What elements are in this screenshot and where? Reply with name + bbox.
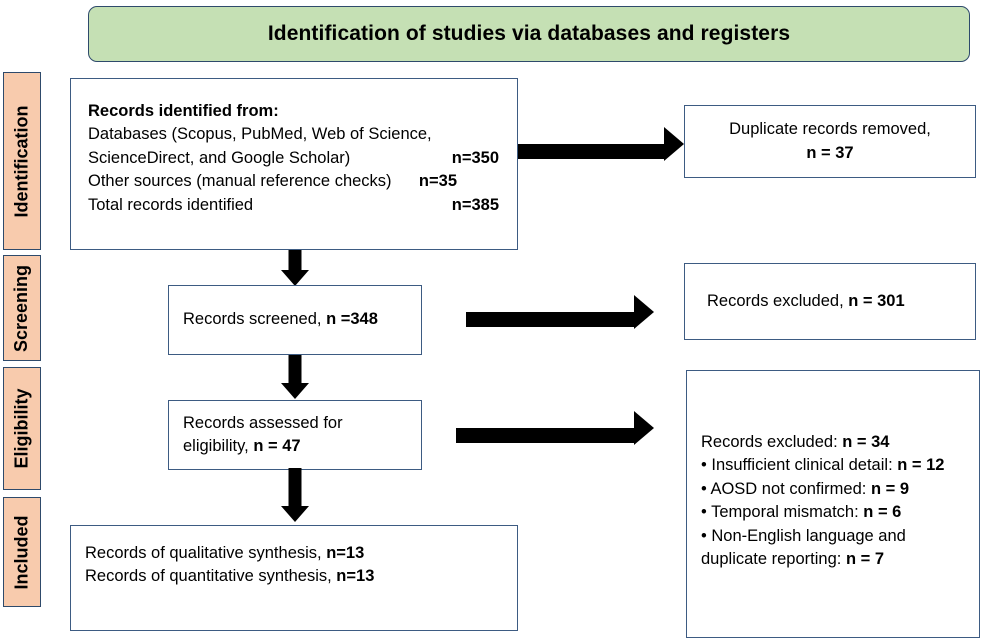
included-row-label: Records of quantitative synthesis, (85, 567, 337, 586)
included-row-count: n=13 (326, 544, 365, 562)
duplicates-count: n = 37 (806, 143, 854, 162)
records-identified-row-label: Databases (Scopus, PubMed, Web of Scienc… (88, 125, 432, 144)
diagram-title: Identification of studies via databases … (267, 22, 791, 45)
records-identified-row: ScienceDirect, and Google Scholar) n=350 (88, 147, 503, 170)
stage-label-eligibility: Eligibility (3, 367, 41, 490)
diagram-header-banner: Identification of studies via databases … (88, 6, 970, 62)
records-screened-label: Records screened, (183, 310, 327, 329)
records-identified-row-label: ScienceDirect, and Google Scholar) (88, 148, 351, 167)
records-identified-row: Other sources (manual reference checks) … (88, 170, 503, 193)
records-assessed-label: eligibility, (183, 437, 254, 455)
box-exclusion-reasons: Records excluded: n = 34 • Insufficient … (686, 370, 980, 638)
records-assessed-line-1: Records assessed for (183, 413, 343, 432)
exclusion-reason-item: • Non-English language and (701, 525, 965, 548)
records-identified-row: Total records identified n=385 (88, 194, 503, 217)
included-row-count: n=13 (336, 567, 375, 586)
stage-label-screening: Screening (3, 255, 41, 361)
exclusion-reason-item: duplicate reporting: n = 7 (701, 548, 965, 571)
records-identified-heading: Records identified from: (88, 102, 279, 120)
exclusion-reasons-heading-label: Records excluded: (701, 433, 843, 451)
records-identified-row-value: n=350 (451, 148, 499, 167)
records-identified-row: Databases (Scopus, PubMed, Web of Scienc… (88, 123, 503, 146)
box-duplicate-records-removed: Duplicate records removed, n = 37 (684, 105, 976, 178)
box-records-screened: Records screened, n =348 (168, 285, 422, 355)
exclusion-reason-text: duplicate reporting: (701, 550, 846, 569)
exclusion-reason-count: n = 6 (863, 503, 902, 522)
included-row: Records of qualitative synthesis, n=13 (85, 542, 503, 565)
included-row-label: Records of qualitative synthesis, (85, 544, 327, 562)
exclusion-reason-item: • Temporal mismatch: n = 6 (701, 501, 965, 524)
records-identified-row-label: Total records identified (88, 195, 254, 214)
exclusion-reason-text: • Temporal mismatch: (701, 503, 864, 522)
exclusion-reason-item: • Insufficient clinical detail: n = 12 (701, 454, 965, 477)
records-identified-row-value: n=35 (418, 172, 457, 191)
exclusion-reasons-heading: Records excluded: n = 34 (701, 431, 965, 454)
exclusion-reason-text: • Insufficient clinical detail: (701, 456, 898, 475)
records-identified-row-value: n=385 (451, 195, 499, 214)
records-screened-count: n =348 (326, 310, 378, 329)
exclusion-reason-item: • AOSD not confirmed: n = 9 (701, 478, 965, 501)
records-assessed-count: n = 47 (253, 437, 301, 455)
box-included-synthesis: Records of qualitative synthesis, n=13 R… (70, 525, 518, 631)
records-identified-row-label: Other sources (manual reference checks) (88, 172, 392, 191)
stage-label-eligibility-text: Eligibility (11, 388, 32, 469)
stage-label-screening-text: Screening (11, 264, 32, 352)
records-excluded-count: n = 301 (848, 291, 905, 310)
exclusion-reason-text: • AOSD not confirmed: (701, 479, 871, 498)
duplicates-line-1: Duplicate records removed, (729, 120, 931, 139)
stage-label-included-text: Included (11, 514, 32, 590)
stage-label-identification-text: Identification (11, 105, 32, 217)
box-records-excluded-screening: Records excluded, n = 301 (684, 263, 976, 340)
exclusion-reason-count: n = 9 (870, 479, 909, 498)
exclusion-reasons-heading-count: n = 34 (842, 433, 890, 451)
box-records-assessed: Records assessed for eligibility, n = 47 (168, 400, 422, 470)
box-records-identified: Records identified from: Databases (Scop… (70, 78, 518, 250)
stage-label-included: Included (3, 497, 41, 607)
records-excluded-label: Records excluded, (707, 291, 849, 310)
stage-label-identification: Identification (3, 72, 41, 250)
exclusion-reason-count: n = 12 (897, 456, 945, 475)
exclusion-reason-text: • Non-English language and (701, 526, 906, 545)
exclusion-reason-count: n = 7 (845, 550, 884, 569)
included-row: Records of quantitative synthesis, n=13 (85, 565, 503, 588)
